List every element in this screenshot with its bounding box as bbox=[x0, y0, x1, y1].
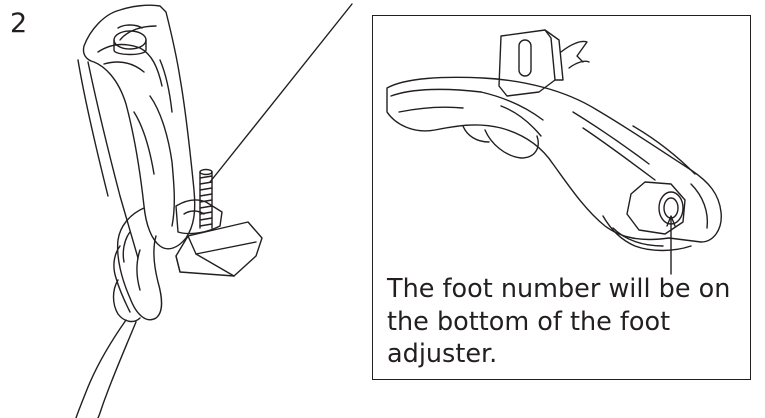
step-number: 2 bbox=[10, 8, 28, 39]
foot-adjuster-knob bbox=[627, 182, 685, 234]
presser-foot-body bbox=[387, 77, 721, 242]
callout-leader-line bbox=[210, 4, 352, 182]
thumb-screw bbox=[114, 31, 146, 49]
presser-foot-toes bbox=[118, 208, 162, 320]
adjuster-screw bbox=[200, 170, 212, 229]
mounting-slot bbox=[519, 40, 531, 76]
foot-adjuster-detail-illustration bbox=[373, 16, 752, 381]
presser-foot-body bbox=[83, 5, 194, 249]
fabric-thread bbox=[76, 320, 126, 418]
foot-adjuster-block bbox=[176, 222, 262, 276]
detail-inset: The foot number will be on the bottom of… bbox=[372, 15, 751, 380]
inset-caption: The foot number will be on the bottom of… bbox=[387, 274, 731, 369]
